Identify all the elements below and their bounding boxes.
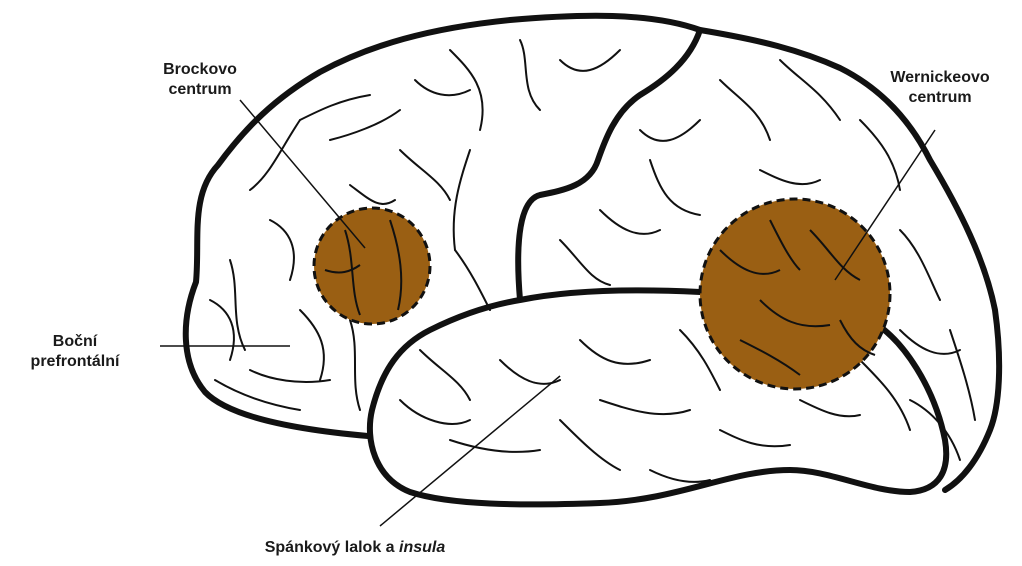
temporal-label-text: Spánkový lalok a: [265, 539, 395, 556]
broca-label: Brockovo centrum: [145, 60, 255, 100]
wernicke-label: Wernickeovo centrum: [870, 68, 1010, 108]
wernicke-label-line1: Wernickeovo: [870, 68, 1010, 88]
temporal-label: Spánkový lalok a insula: [215, 538, 495, 558]
broca-label-line2: centrum: [145, 80, 255, 100]
broca-label-line1: Brockovo: [145, 60, 255, 80]
prefrontal-label-line1: Boční: [5, 332, 145, 352]
prefrontal-label: Boční prefrontální: [5, 332, 145, 372]
prefrontal-label-line2: prefrontální: [5, 352, 145, 372]
temporal-label-italic: insula: [399, 539, 445, 556]
wernicke-label-line2: centrum: [870, 88, 1010, 108]
broca-area: [314, 208, 430, 324]
wernicke-area: [700, 199, 890, 389]
